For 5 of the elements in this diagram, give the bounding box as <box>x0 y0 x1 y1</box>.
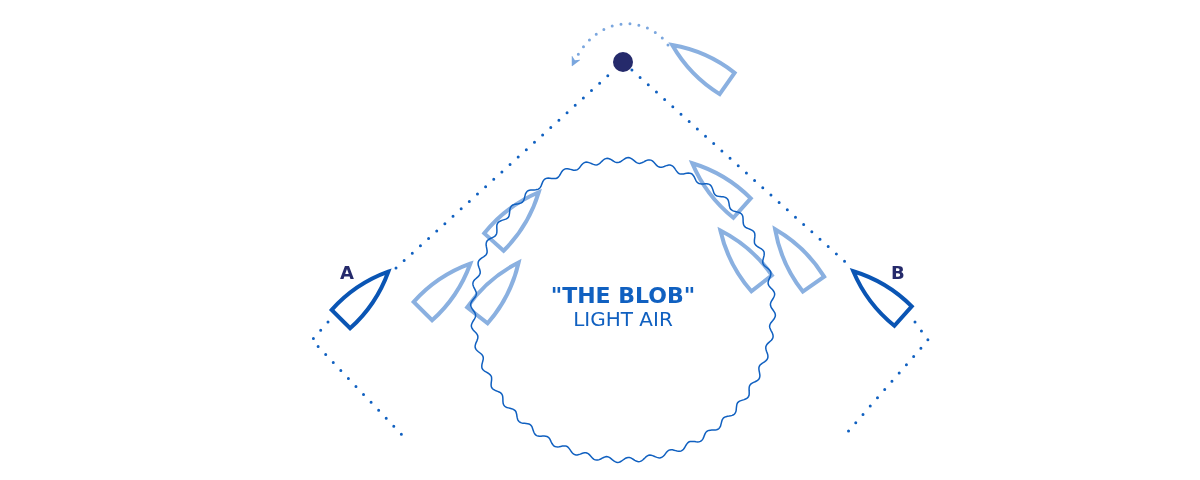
boat-label: B <box>891 262 905 283</box>
boat-label: A <box>340 262 354 283</box>
mark-buoy <box>613 52 633 72</box>
area-subtitle: LIGHT AIR <box>572 307 674 331</box>
area-title: "THE BLOB" <box>549 283 697 308</box>
